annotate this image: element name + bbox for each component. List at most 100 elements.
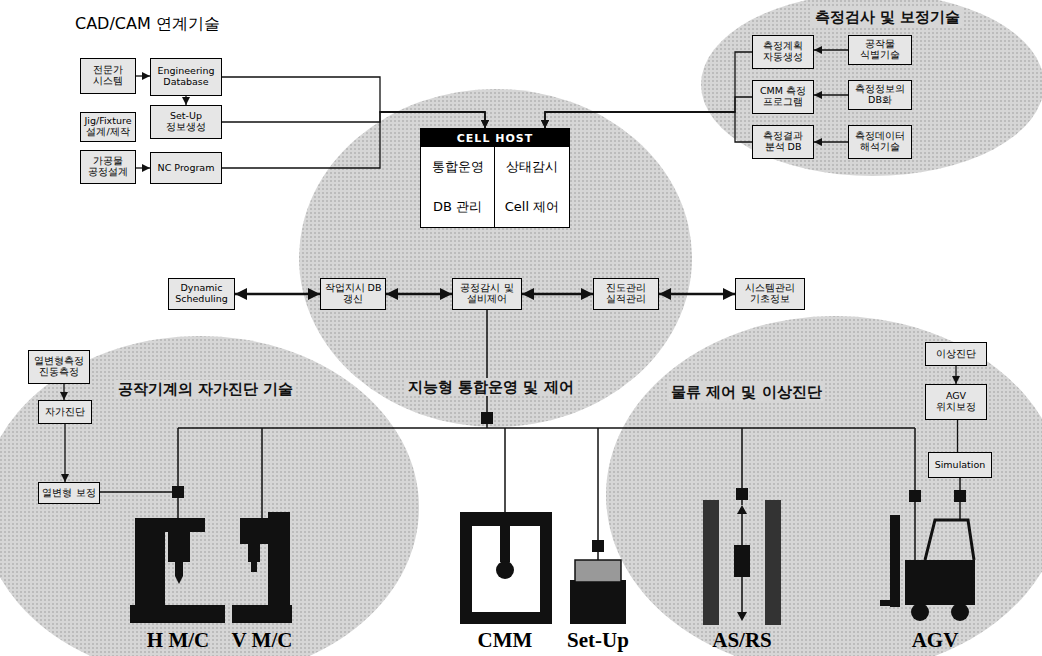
connector-arrow (185, 96, 186, 105)
region-fill (606, 316, 1042, 656)
process-box: 이상진단 (925, 342, 987, 366)
spindle-tool (175, 562, 183, 576)
process-box: 열변형 보정 (38, 482, 100, 504)
probe-ball (496, 561, 514, 579)
machine-base (130, 605, 225, 623)
box-label: 공작물 식별기술 (852, 39, 908, 61)
machine-beam (135, 518, 205, 532)
process-box: 열변형측정 진동측정 (28, 350, 90, 384)
bus-connector (172, 486, 184, 498)
host-cell: Cell 제어 (495, 187, 569, 227)
connector-arrow (386, 293, 452, 296)
machine-column (135, 530, 165, 605)
process-box: 측정결과 분석 DB (752, 125, 814, 159)
connector-arrow (63, 384, 64, 400)
box-label: 측정결과 분석 DB (756, 131, 810, 153)
network-bus (178, 427, 915, 429)
connector-arrow (222, 77, 485, 128)
box-label: NC Program (158, 163, 215, 174)
connector-arrow (545, 52, 752, 128)
process-box: Set-Up 정보생성 (150, 105, 222, 139)
asrs-rack (703, 500, 781, 625)
region-ellipse: 물류 제어 및 이상진단이상진단AGV 위치보정Simulation (605, 315, 1042, 656)
connector-arrow (659, 293, 735, 296)
process-box: Engineering Database (150, 58, 222, 96)
bus-drop (261, 428, 263, 518)
connector-arrow (222, 112, 485, 168)
box-label: AGV 위치보정 (929, 391, 983, 413)
machine-base (232, 605, 292, 623)
process-box: CMM 측정 프로그램 (752, 80, 814, 114)
process-box: 진도관리 실적관리 (593, 278, 659, 310)
process-box: 전문가 시스템 (80, 58, 136, 94)
vertical-machining-center (232, 512, 292, 623)
machine-label: AS/RS (712, 628, 772, 653)
host-grid: 통합운영 상태감시DB 관리Cell 제어 (421, 147, 569, 227)
process-box: AGV 위치보정 (925, 384, 987, 420)
box-label: Dynamic Scheduling (172, 283, 231, 305)
box-label: CMM 측정 프로그램 (756, 86, 810, 108)
process-box: 측정데이터 해석기술 (848, 125, 912, 159)
box-label: 측정데이터 해석기술 (852, 131, 908, 153)
process-box: Dynamic Scheduling (168, 278, 235, 310)
connector-arrow (136, 75, 150, 76)
process-box: 측정계획 자동생성 (752, 35, 814, 69)
process-box: 시스템관리 기초정보 (735, 278, 805, 310)
connector-arrow (64, 424, 65, 482)
region-title: 지능형 통합운영 및 제어 (405, 378, 577, 396)
horizontal-machining-center (130, 518, 225, 623)
cmm-probe (500, 526, 510, 562)
connector-arrow (957, 420, 958, 452)
connector-arrow (235, 293, 320, 296)
box-label: 진도관리 실적관리 (597, 283, 655, 305)
box-label: 공정감시 및 설비제어 (456, 283, 518, 305)
box-label: Engineering Database (154, 66, 218, 88)
agv-wheel (951, 603, 969, 621)
host-cell: DB 관리 (421, 187, 495, 227)
region-fill (0, 336, 419, 656)
host-header: CELL HOST (421, 129, 569, 147)
machine-label: AGV (912, 628, 959, 653)
setup-station (570, 560, 626, 624)
machine-label: V M/C (232, 628, 293, 653)
host-cell: 상태감시 (495, 147, 569, 187)
compensation-wire (100, 491, 172, 493)
function-label: 통합운영 (432, 158, 484, 176)
box-label: 가공물 공정설계 (84, 156, 132, 178)
setup-base (570, 580, 626, 624)
process-box: 자가진단 (38, 400, 92, 424)
bus-drop (486, 310, 488, 428)
connector-arrow (814, 141, 848, 142)
process-box: 가공물 공정설계 (80, 150, 136, 184)
region-title: 물류 제어 및 이상진단 (668, 383, 825, 401)
bus-connector (954, 490, 966, 502)
agv-vehicle (880, 515, 975, 621)
cmm-base (460, 612, 552, 624)
box-label: Set-Up 정보생성 (154, 111, 218, 133)
bus-drop (177, 428, 179, 518)
region-ellipse: 측정검사 및 보정기술측정계획 자동생성공작물 식별기술CMM 측정 프로그램측… (700, 0, 1042, 177)
machine-label: CMM (478, 628, 533, 653)
box-label: 시스템관리 기초정보 (739, 283, 801, 305)
spindle-head (240, 518, 270, 544)
box-label: Jig/Fixture 설계/제작 (84, 116, 132, 138)
region-fill (299, 89, 692, 427)
region-shape (605, 315, 1042, 656)
rack-column (765, 500, 781, 625)
cmm-leg (460, 512, 472, 624)
connector-arrow (522, 293, 593, 296)
tool-tip (175, 576, 183, 584)
spindle (248, 544, 260, 562)
host-cell: 통합운영 (421, 147, 495, 187)
connector-arrow (955, 366, 956, 384)
process-box: 공정감시 및 설비제어 (452, 278, 522, 310)
box-label: 측정계획 자동생성 (756, 41, 810, 63)
box-label: 이상진단 (936, 349, 976, 360)
bus-connector (481, 412, 493, 424)
machine-column (268, 512, 290, 605)
agv-body (905, 560, 975, 605)
box-label: 열변형측정 진동측정 (32, 356, 86, 378)
host-title: CELL HOST (457, 132, 533, 145)
box-label: 측정정보의 DB화 (852, 84, 908, 106)
crane-carriage (734, 545, 750, 577)
